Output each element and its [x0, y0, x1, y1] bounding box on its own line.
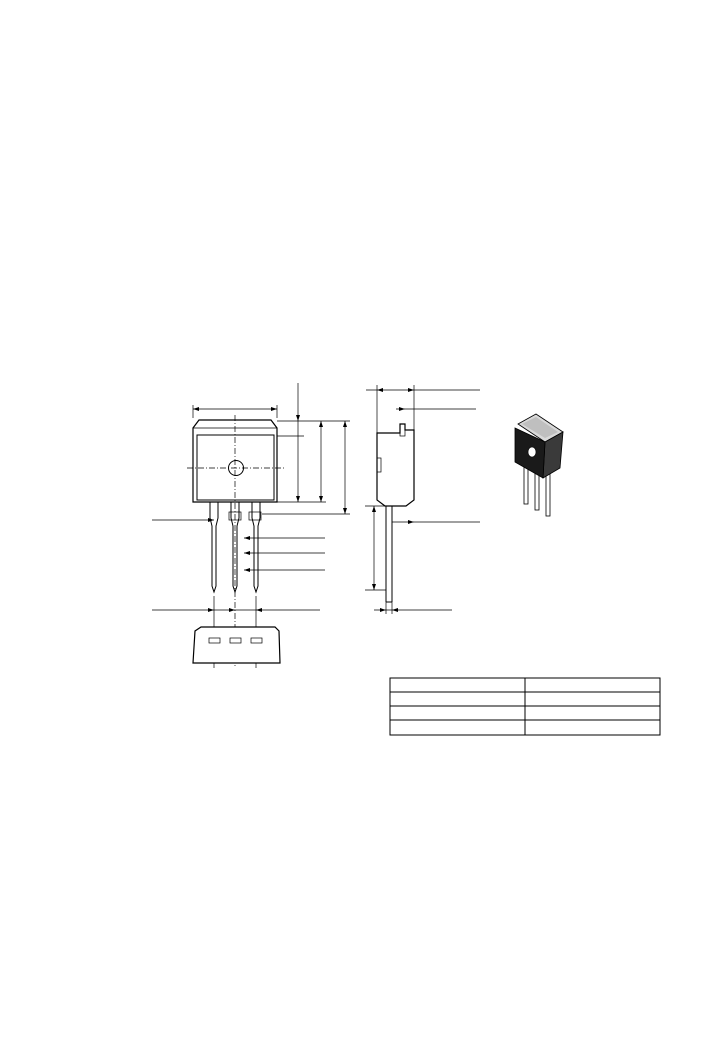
bottom-view	[192, 626, 281, 664]
front-view-inner-outline	[196, 434, 275, 501]
side-view-body	[376, 423, 415, 507]
side-view	[365, 385, 480, 614]
package-3d-hole	[527, 446, 537, 458]
bottom-view-body	[192, 626, 281, 664]
package-3d-picture	[514, 413, 564, 517]
front-view	[152, 383, 350, 668]
dimension-table	[389, 677, 661, 736]
front-leads	[209, 502, 262, 594]
